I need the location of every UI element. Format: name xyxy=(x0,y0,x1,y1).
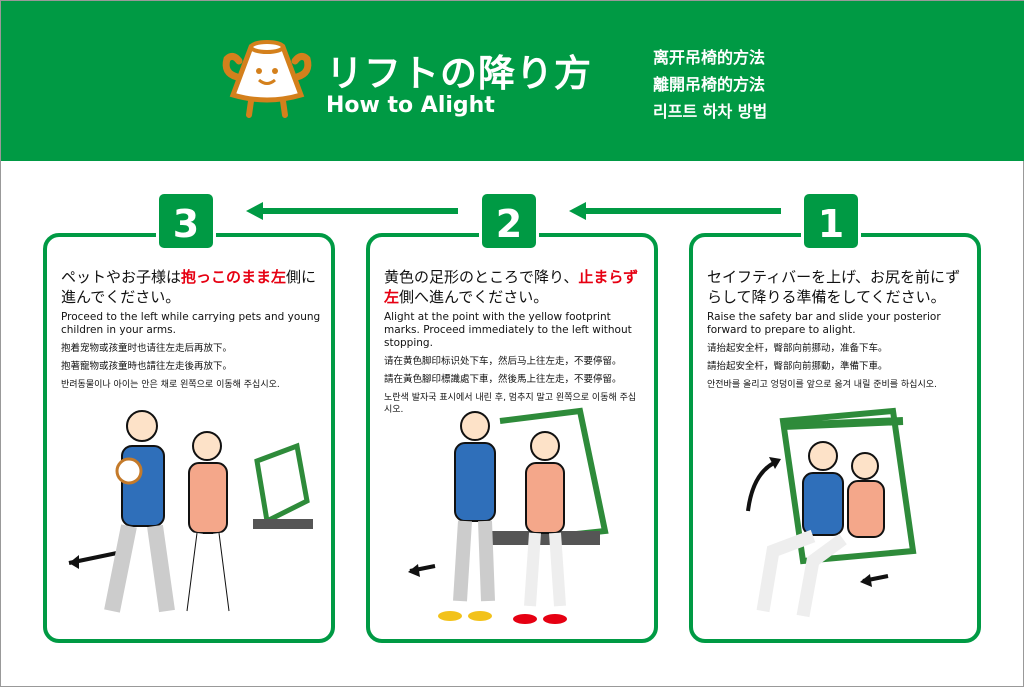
step-text-ja: セイフティバーを上げ、お尻を前にずらして降りる準備をしてください。 xyxy=(707,268,961,306)
title-zh-traditional: 離開吊椅的方法 xyxy=(653,75,766,94)
illustration-carrying-child-and-pet xyxy=(68,410,313,613)
step-text-ko: 안전바를 올리고 엉덩이를 앞으로 옮겨 내릴 준비를 하십시오. xyxy=(707,380,937,390)
step-text-en: Proceed to the left while carrying pets … xyxy=(61,311,321,336)
step-text-zh-t: 請在黃色腳印標識處下車，然後馬上往左走，不要停留。 xyxy=(384,374,622,385)
step-text-zh-s: 请在黄色脚印标识处下车，然后马上往左走，不要停留。 xyxy=(384,356,622,367)
step-number-2: 2 xyxy=(479,191,539,251)
step-text-zh-s: 请抬起安全杆，臀部向前挪动，准备下车。 xyxy=(707,343,888,354)
step-text-zh-t: 請抬起安全杆，臀部向前挪動，準備下車。 xyxy=(707,361,888,372)
arrow-left-icon xyxy=(569,202,586,220)
step-text-en: Alight at the point with the yellow foot… xyxy=(384,311,632,349)
step-number-3: 3 xyxy=(156,191,216,251)
mascot-logo xyxy=(222,40,312,118)
step-text-en: Raise the safety bar and slide your post… xyxy=(707,311,941,336)
step-card-1: セイフティバーを上げ、お尻を前にずらして降りる準備をしてください。 Raise … xyxy=(689,233,981,643)
step-card-3: ペットやお子様は抱っこのまま左側に進んでください。 Proceed to the… xyxy=(43,233,335,643)
flow-arrow-2-to-3 xyxy=(263,208,458,214)
title-korean: 리프트 하차 방법 xyxy=(653,102,768,121)
header-banner: リフトの降り方 How to Alight 离开吊椅的方法 離開吊椅的方法 리프… xyxy=(1,1,1024,161)
flow-arrow-1-to-2 xyxy=(586,208,781,214)
title-zh-simplified: 离开吊椅的方法 xyxy=(653,48,766,67)
step-text-ko: 노란색 발자국 표시에서 내린 후, 멈추지 말고 왼쪽으로 이동해 주십시오. xyxy=(384,393,637,415)
step-text-ja: 黄色の足形のところで降り、止まらず左側へ進んでください。 xyxy=(384,268,639,306)
illustration-alighting-on-footprints xyxy=(408,407,609,624)
step-text-ja: ペットやお子様は抱っこのまま左側に進んでください。 xyxy=(61,268,317,306)
step-card-2: 黄色の足形のところで降り、止まらず左側へ進んでください。 Alight at t… xyxy=(366,233,658,643)
title-translations: 离开吊椅的方法 離開吊椅的方法 리프트 하차 방법 xyxy=(653,44,767,125)
page-title-ja: リフトの降り方 xyxy=(326,52,592,95)
page-title-en: How to Alight xyxy=(326,93,495,118)
step-text-zh-t: 抱著寵物或孩童時也請往左走後再放下。 xyxy=(61,361,233,372)
step-text-zh-s: 抱着宠物或孩童时也请往左走后再放下。 xyxy=(61,343,233,354)
step-number-1: 1 xyxy=(801,191,861,251)
step-text-ko: 반려동물이나 아이는 안은 채로 왼쪽으로 이동해 주십시오. xyxy=(61,380,280,390)
illustration-raising-safety-bar xyxy=(746,407,917,618)
arrow-left-icon xyxy=(246,202,263,220)
